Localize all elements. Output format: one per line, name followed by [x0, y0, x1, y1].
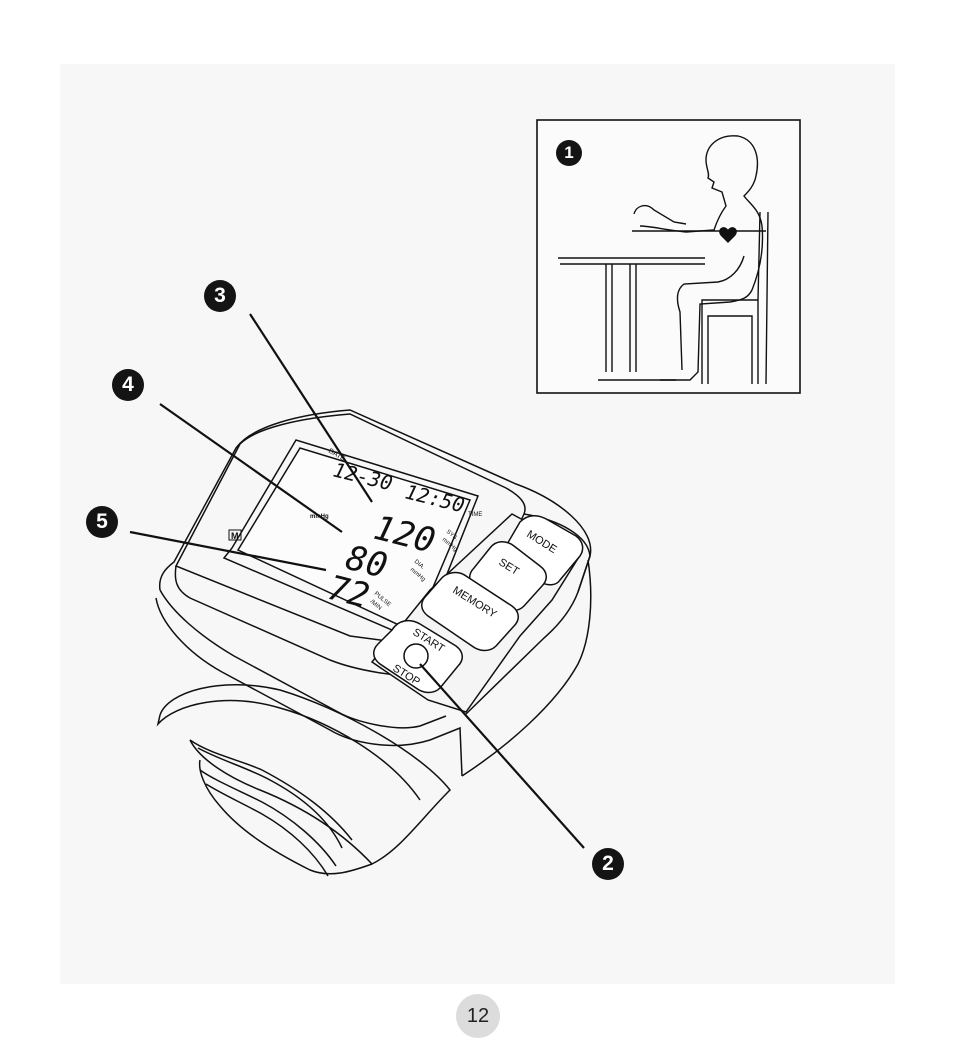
callout-2: 2	[592, 848, 624, 880]
page-number: 12	[456, 994, 500, 1038]
lcd-unit-label: mmHg	[310, 514, 329, 520]
posture-inset	[536, 119, 801, 394]
memory-icon: M	[231, 531, 239, 541]
lcd-diastolic: 80	[342, 538, 391, 587]
callout-3: 3	[204, 280, 236, 312]
callout-5: 5	[86, 506, 118, 538]
lcd-pulse: 72	[324, 568, 373, 617]
leader-lines	[129, 313, 585, 849]
lcd-time-label: TIME	[468, 512, 482, 518]
blood-pressure-monitor	[155, 409, 592, 877]
memory-icon-box	[228, 529, 242, 541]
callout-4: 4	[112, 369, 144, 401]
callout-1: 1	[556, 140, 582, 166]
